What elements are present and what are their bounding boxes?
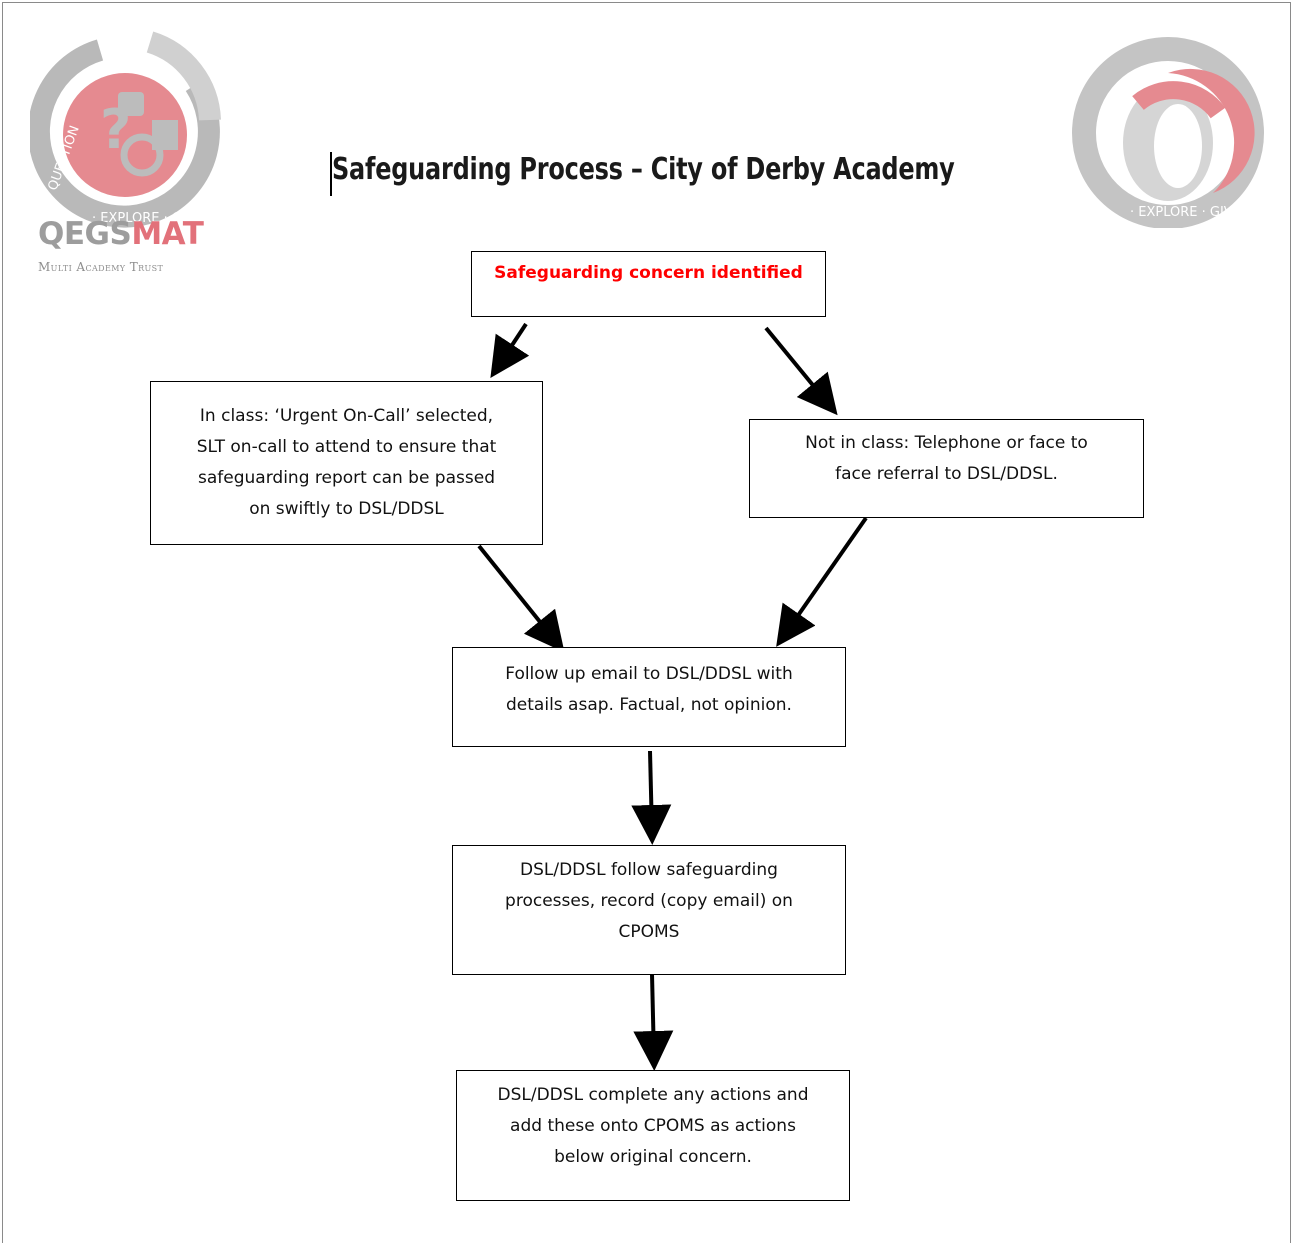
arrow-notinclass-to-followup	[776, 516, 868, 647]
logo-subtitle: Multi Academy Trust	[38, 260, 164, 274]
dsl-follow-line-2: processes, record (copy email) on	[505, 891, 793, 911]
dsl-follow-line-3: CPOMS	[618, 922, 680, 942]
svg-text:· EXPLORE · GIVE ·: · EXPLORE · GIVE ·	[1130, 205, 1249, 220]
academy-emblem-icon: · EXPLORE · GIVE ·	[1072, 37, 1264, 229]
arrow-inclass-to-followup	[477, 544, 565, 653]
in-class-line-3: safeguarding report can be passed	[198, 468, 495, 488]
dsl-follow-line-1: DSL/DDSL follow safeguarding	[520, 860, 778, 880]
box-not-in-class: Not in class: Telephone or face to face …	[749, 419, 1144, 518]
not-in-class-line-1: Not in class: Telephone or face to	[805, 433, 1088, 453]
qegsmat-logo: ? QUESTION · EXPLORE · GIVE	[27, 30, 230, 230]
logo-wordmark-qegs: QEGS	[38, 216, 132, 252]
arrow-concern-to-notinclass	[764, 326, 838, 416]
dsl-complete-line-1: DSL/DDSL complete any actions and	[497, 1085, 809, 1105]
page-title: Safeguarding Process – City of Derby Aca…	[332, 152, 955, 187]
box-follow-up-email: Follow up email to DSL/DDSL with details…	[452, 647, 846, 747]
concern-text: Safeguarding concern identified	[494, 263, 803, 283]
arrow-concern-to-inclass	[490, 322, 530, 379]
logo-wordmark: QEGSMAT	[38, 216, 204, 252]
arrow-followup-to-dslfollow	[631, 750, 672, 845]
in-class-line-2: SLT on-call to attend to ensure that	[196, 437, 497, 457]
not-in-class-line-2: face referral to DSL/DDSL.	[835, 464, 1058, 484]
arrow-dslfollow-to-dslcomplete	[633, 973, 674, 1071]
in-class-line-1: In class: ‘Urgent On-Call’ selected,	[199, 406, 494, 426]
box-dsl-complete-actions: DSL/DDSL complete any actions and add th…	[456, 1070, 850, 1201]
box-concern-identified: Safeguarding concern identified	[471, 251, 826, 317]
follow-up-line-1: Follow up email to DSL/DDSL with	[505, 664, 793, 684]
text-cursor	[330, 152, 332, 196]
in-class-line-4: on swiftly to DSL/DDSL	[249, 499, 444, 519]
box-in-class: In class: ‘Urgent On-Call’ selected, SLT…	[150, 381, 543, 545]
dsl-complete-line-2: add these onto CPOMS as actions	[510, 1116, 796, 1136]
dsl-complete-line-3: below original concern.	[554, 1147, 752, 1167]
box-dsl-follow-processes: DSL/DDSL follow safeguarding processes, …	[452, 845, 846, 975]
academy-logo: · EXPLORE · GIVE ·	[1068, 28, 1268, 229]
logo-emblem-icon: ? QUESTION · EXPLORE · GIVE	[27, 31, 221, 228]
logo-wordmark-mat: MAT	[131, 216, 204, 252]
follow-up-line-2: details asap. Factual, not opinion.	[506, 695, 792, 715]
svg-text:· EXPLORE · GIVE: · EXPLORE · GIVE	[92, 211, 203, 226]
